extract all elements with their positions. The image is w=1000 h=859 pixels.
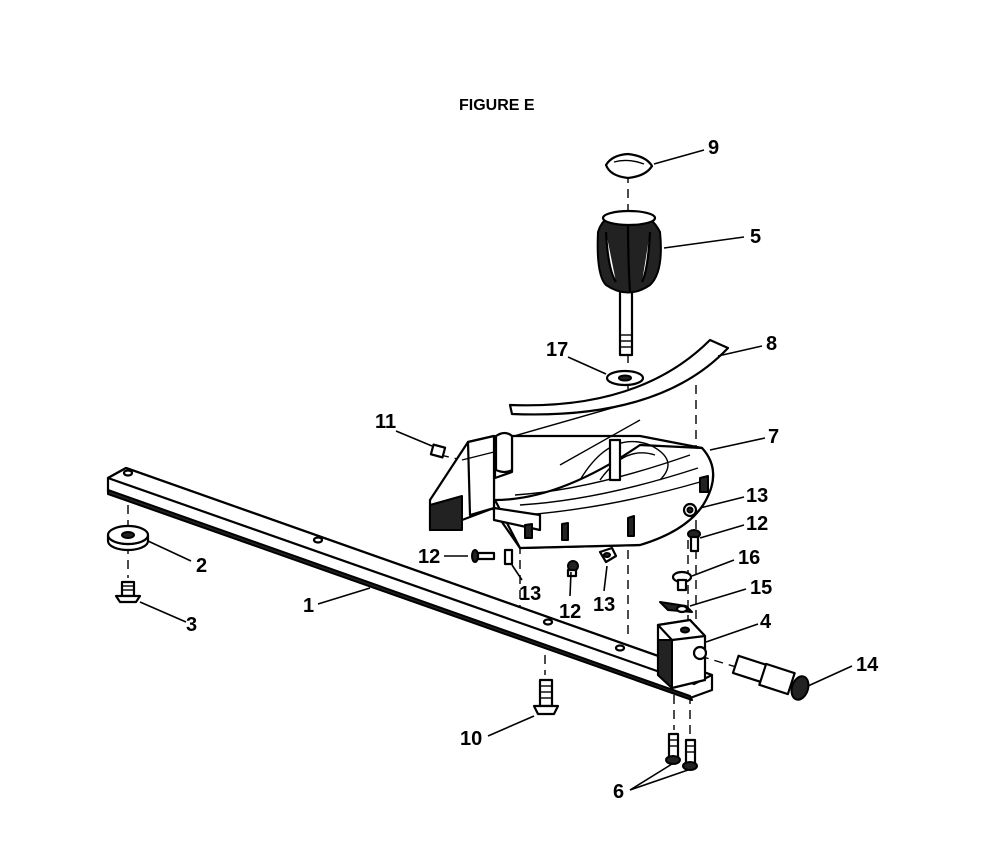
washer-part: [106, 524, 150, 552]
callout-11: 11: [375, 411, 396, 433]
callout-16: 16: [738, 547, 760, 569]
callout-3: 3: [186, 614, 197, 636]
callout-10: 10: [460, 728, 482, 750]
callout-14: 14: [856, 654, 879, 676]
callout-13c: 13: [746, 485, 768, 507]
callout-13b: 13: [593, 594, 615, 616]
leader-lines: [139, 149, 853, 791]
callout-8: 8: [766, 333, 777, 355]
miter-body: [428, 399, 715, 550]
knob-washer: [605, 369, 645, 387]
set-screw-part: [429, 443, 447, 459]
callout-17: 17: [546, 339, 568, 361]
callout-2: 2: [196, 555, 207, 577]
scale-plate: [508, 338, 730, 416]
callout-5: 5: [750, 226, 761, 248]
knob-cap: [604, 152, 654, 180]
callout-13a: 13: [519, 583, 541, 605]
callout-6: 6: [613, 781, 624, 803]
callout-7: 7: [768, 426, 779, 448]
figure-title: FIGURE E: [459, 97, 535, 114]
small-hardware: [471, 502, 701, 578]
callout-9: 9: [708, 137, 719, 159]
callout-12a: 12: [418, 546, 440, 568]
stop-block-assembly: [656, 570, 810, 701]
long-screw-part: [532, 678, 560, 716]
callout-1: 1: [303, 595, 314, 617]
callout-15: 15: [750, 577, 772, 599]
pair-screws: [665, 732, 698, 771]
callout-12c: 12: [746, 513, 768, 535]
miter-bar: [106, 466, 714, 701]
callout-4: 4: [760, 611, 772, 633]
callout-12b: 12: [559, 601, 581, 623]
knob-part: [596, 209, 662, 357]
flat-screw-part: [114, 580, 142, 604]
callout-labels: 1 2 3 4 5 6 7 8 9 10 11 12 12 12 13 13 1…: [186, 137, 879, 803]
